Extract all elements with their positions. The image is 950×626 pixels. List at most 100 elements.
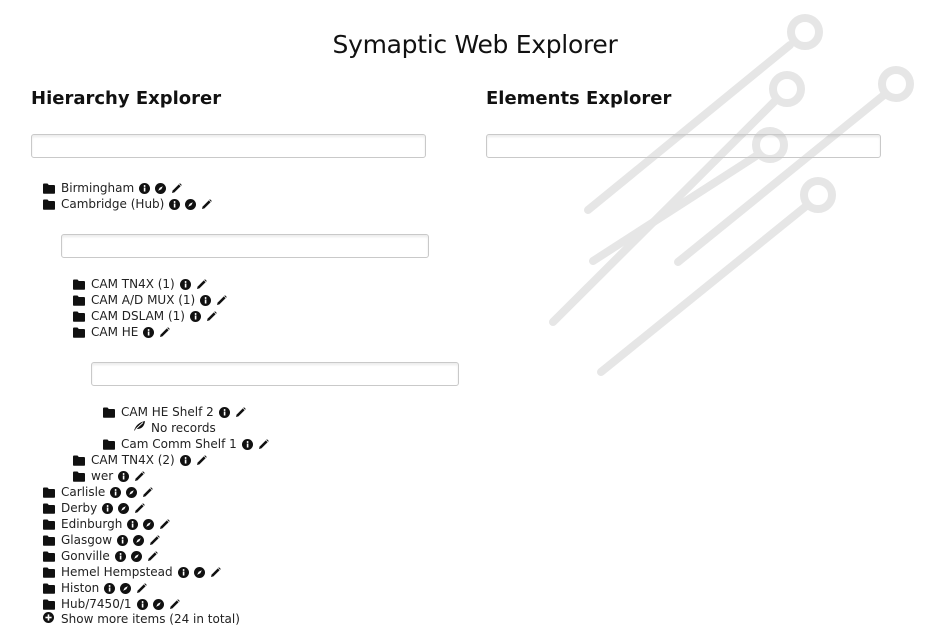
compass-icon[interactable] bbox=[118, 502, 130, 514]
tree-node-label[interactable]: CAM TN4X (2) bbox=[91, 453, 175, 467]
pencil-icon[interactable] bbox=[201, 198, 213, 210]
compass-icon[interactable] bbox=[126, 486, 138, 498]
folder-icon[interactable] bbox=[73, 311, 85, 322]
folder-icon[interactable] bbox=[73, 327, 85, 338]
pencil-icon[interactable] bbox=[258, 438, 269, 450]
tree-node[interactable]: CAM HE bbox=[73, 324, 171, 340]
tree-node[interactable]: Glasgow bbox=[43, 532, 160, 548]
tree-node-label[interactable]: Gonville bbox=[61, 549, 110, 563]
info-icon[interactable] bbox=[143, 326, 155, 338]
show-more-text[interactable]: Show more items (24 in total) bbox=[61, 612, 240, 626]
child-search-input[interactable] bbox=[91, 362, 459, 386]
tree-node[interactable]: Cambridge (Hub) bbox=[43, 196, 213, 212]
tree-node-label[interactable]: Glasgow bbox=[61, 533, 113, 547]
tree-node[interactable]: CAM A/D MUX (1) bbox=[73, 292, 228, 308]
folder-icon[interactable] bbox=[43, 567, 55, 578]
tree-node-label[interactable]: Hub/7450/1 bbox=[61, 597, 132, 611]
tree-node-label[interactable]: CAM A/D MUX (1) bbox=[91, 293, 196, 307]
folder-icon[interactable] bbox=[103, 407, 115, 418]
tree-node-label[interactable]: Birmingham bbox=[61, 181, 135, 195]
tree-node[interactable]: wer bbox=[73, 468, 145, 484]
info-icon[interactable] bbox=[179, 454, 191, 466]
tree-node-label[interactable]: Edinburgh bbox=[61, 517, 123, 531]
hierarchy-search-input[interactable] bbox=[31, 134, 426, 158]
info-icon[interactable] bbox=[104, 582, 116, 594]
tree-node[interactable]: Cam Comm Shelf 1 bbox=[103, 436, 269, 452]
tree-node[interactable]: Birmingham bbox=[43, 180, 182, 196]
plus-circle-icon[interactable] bbox=[43, 612, 54, 626]
info-icon[interactable] bbox=[136, 598, 148, 610]
pencil-icon[interactable] bbox=[169, 598, 180, 610]
info-icon[interactable] bbox=[241, 438, 253, 450]
pencil-icon[interactable] bbox=[159, 326, 171, 338]
tree-node-label[interactable]: CAM TN4X (1) bbox=[91, 277, 175, 291]
folder-icon[interactable] bbox=[43, 183, 55, 194]
folder-icon[interactable] bbox=[43, 599, 55, 610]
pencil-icon[interactable] bbox=[210, 566, 221, 578]
pencil-icon[interactable] bbox=[171, 182, 182, 194]
tree-node[interactable]: Carlisle bbox=[43, 484, 154, 500]
info-icon[interactable] bbox=[189, 310, 201, 322]
tree-node-label[interactable]: wer bbox=[91, 469, 114, 483]
folder-icon[interactable] bbox=[43, 583, 55, 594]
info-icon[interactable] bbox=[200, 294, 212, 306]
folder-icon[interactable] bbox=[43, 551, 55, 562]
pencil-icon[interactable] bbox=[134, 502, 146, 514]
tree-node[interactable]: Hub/7450/1 bbox=[43, 596, 180, 612]
info-icon[interactable] bbox=[179, 278, 191, 290]
tree-node-label[interactable]: Carlisle bbox=[61, 485, 106, 499]
folder-icon[interactable] bbox=[43, 487, 55, 498]
child-search-input[interactable] bbox=[61, 234, 429, 258]
tree-node-label[interactable]: Histon bbox=[61, 581, 100, 595]
compass-icon[interactable] bbox=[193, 566, 205, 578]
pencil-icon[interactable] bbox=[206, 310, 217, 322]
pencil-icon[interactable] bbox=[159, 518, 171, 530]
folder-icon[interactable] bbox=[73, 295, 85, 306]
info-icon[interactable] bbox=[169, 198, 181, 210]
folder-icon[interactable] bbox=[73, 279, 85, 290]
tree-node-label[interactable]: Hemel Hempstead bbox=[61, 565, 173, 579]
tree-node-label[interactable]: Derby bbox=[61, 501, 98, 515]
tree-node-label[interactable]: Cam Comm Shelf 1 bbox=[121, 437, 237, 451]
pencil-icon[interactable] bbox=[134, 470, 145, 482]
tree-node[interactable]: CAM DSLAM (1) bbox=[73, 308, 217, 324]
folder-icon[interactable] bbox=[103, 439, 115, 450]
tree-node[interactable]: CAM TN4X (1) bbox=[73, 276, 207, 292]
pencil-icon[interactable] bbox=[196, 454, 207, 466]
folder-icon[interactable] bbox=[43, 519, 55, 530]
compass-icon[interactable] bbox=[155, 182, 167, 194]
folder-icon[interactable] bbox=[73, 471, 85, 482]
folder-icon[interactable] bbox=[43, 503, 55, 514]
folder-icon[interactable] bbox=[43, 199, 55, 210]
tree-node[interactable]: Histon bbox=[43, 580, 148, 596]
pencil-icon[interactable] bbox=[147, 550, 158, 562]
info-icon[interactable] bbox=[114, 550, 126, 562]
info-icon[interactable] bbox=[139, 182, 151, 194]
compass-icon[interactable] bbox=[120, 582, 132, 594]
info-icon[interactable] bbox=[117, 534, 129, 546]
tree-node-label[interactable]: CAM HE bbox=[91, 325, 139, 339]
compass-icon[interactable] bbox=[185, 198, 197, 210]
show-more-link[interactable]: Show more items (24 in total) bbox=[43, 612, 240, 626]
compass-icon[interactable] bbox=[130, 550, 142, 562]
elements-search-input[interactable] bbox=[486, 134, 881, 158]
info-icon[interactable] bbox=[127, 518, 139, 530]
info-icon[interactable] bbox=[102, 502, 114, 514]
pencil-icon[interactable] bbox=[136, 582, 148, 594]
tree-node[interactable]: Gonville bbox=[43, 548, 158, 564]
tree-node[interactable]: Derby bbox=[43, 500, 146, 516]
pencil-icon[interactable] bbox=[142, 486, 154, 498]
tree-node[interactable]: Edinburgh bbox=[43, 516, 171, 532]
tree-node-label[interactable]: CAM DSLAM (1) bbox=[91, 309, 185, 323]
pencil-icon[interactable] bbox=[235, 406, 246, 418]
tree-node-label[interactable]: CAM HE Shelf 2 bbox=[121, 405, 214, 419]
compass-icon[interactable] bbox=[133, 534, 145, 546]
tree-node[interactable]: Hemel Hempstead bbox=[43, 564, 221, 580]
info-icon[interactable] bbox=[118, 470, 130, 482]
compass-icon[interactable] bbox=[152, 598, 164, 610]
info-icon[interactable] bbox=[177, 566, 189, 578]
pencil-icon[interactable] bbox=[149, 534, 160, 546]
pencil-icon[interactable] bbox=[216, 294, 228, 306]
tree-node-label[interactable]: Cambridge (Hub) bbox=[61, 197, 165, 211]
folder-icon[interactable] bbox=[73, 455, 85, 466]
